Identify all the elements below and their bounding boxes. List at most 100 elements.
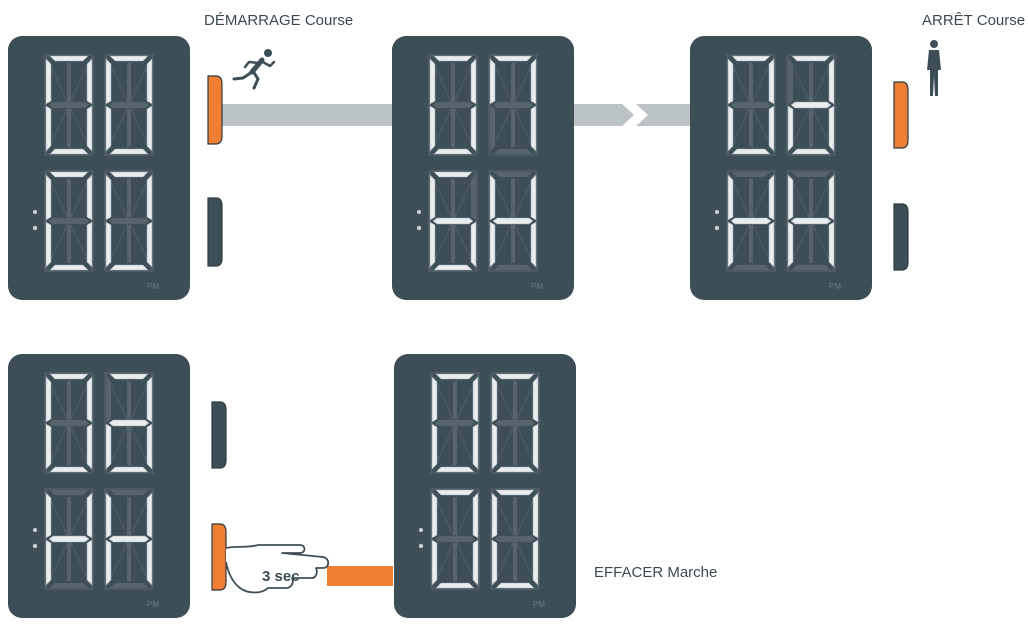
segment-e: [431, 539, 438, 586]
segment-b: [86, 174, 93, 221]
segment-f: [727, 58, 734, 105]
segment-d: [495, 582, 535, 589]
segment-a: [495, 489, 535, 496]
segment-d: [110, 583, 148, 588]
colon-dot: [419, 528, 423, 532]
segment-h: [749, 63, 753, 101]
segment-f: [489, 58, 496, 105]
segment-g: [108, 535, 150, 543]
segment-b: [146, 376, 153, 423]
digit: [430, 372, 480, 474]
digit: [44, 170, 94, 272]
arrow-tail: [636, 104, 690, 126]
pm-indicator: PM: [829, 282, 841, 291]
segment-i: [67, 427, 71, 465]
segment-d: [433, 264, 473, 271]
segment-f: [429, 174, 436, 221]
segment-e: [45, 105, 52, 152]
segment-b: [471, 175, 476, 220]
digit-frame: [44, 170, 94, 272]
segment-h: [67, 63, 71, 101]
side-button: [211, 523, 227, 591]
digit-frame: [726, 170, 776, 272]
colon-dot: [32, 543, 38, 549]
segment-i: [451, 225, 455, 263]
segment-e: [490, 106, 495, 151]
standing-person-icon: [927, 40, 941, 96]
segment-a: [493, 55, 533, 62]
segment-f: [105, 58, 112, 105]
segment-a: [50, 490, 88, 495]
segment-g: [495, 420, 535, 426]
segment-d: [791, 148, 831, 155]
digit-frame: [104, 488, 154, 590]
segment-c: [86, 105, 93, 152]
segment-h: [67, 179, 71, 217]
segment-e: [727, 105, 734, 152]
segment-g: [730, 217, 772, 225]
display-body: [690, 36, 872, 300]
segment-d: [49, 466, 89, 473]
segment-b: [530, 174, 537, 221]
segment-b: [768, 58, 775, 105]
segment-b: [828, 174, 835, 221]
segment-i: [511, 109, 515, 147]
segment-e: [727, 221, 734, 268]
segment-a: [49, 373, 89, 380]
segment-c: [86, 423, 93, 470]
segment-d: [435, 582, 475, 589]
segment-b: [86, 492, 93, 539]
digit-frame: [786, 54, 836, 156]
segment-c: [532, 423, 539, 470]
colon-dot: [33, 528, 37, 532]
segment-f: [45, 174, 52, 221]
segment-h: [67, 497, 71, 535]
segment-b: [86, 376, 93, 423]
segment-f: [787, 174, 794, 221]
segment-b: [532, 376, 539, 423]
segment-h: [453, 381, 457, 419]
person-body: [927, 50, 941, 96]
segment-g: [109, 102, 149, 108]
digit: [44, 54, 94, 156]
segment-c: [86, 539, 93, 586]
side-button: [207, 75, 223, 145]
digit: [44, 372, 94, 474]
segment-i: [67, 109, 71, 147]
segment-i: [67, 225, 71, 263]
digit-frame: [428, 170, 478, 272]
segment-e: [105, 105, 112, 152]
segment-e: [431, 423, 438, 470]
segment-c: [828, 105, 835, 152]
segment-c: [146, 221, 153, 268]
reset-label: EFFACER Marche: [594, 564, 718, 581]
stopwatch-display: PM: [392, 36, 574, 300]
runner-arm: [243, 60, 261, 69]
segment-i: [511, 225, 515, 263]
segment-e: [45, 221, 52, 268]
digit: [104, 170, 154, 272]
segment-h: [511, 179, 515, 217]
display-body: [394, 354, 576, 618]
segment-g: [48, 535, 90, 543]
segment-b: [86, 58, 93, 105]
segment-g: [493, 102, 533, 108]
segment-f: [105, 174, 112, 221]
segment-a: [435, 373, 475, 380]
stopwatch-display: PM: [8, 354, 190, 618]
digit-frame: [104, 372, 154, 474]
digit-frame: [430, 372, 480, 474]
arrow-head: [572, 104, 634, 126]
digit-frame: [104, 170, 154, 272]
segment-f: [45, 58, 52, 105]
segment-f: [489, 174, 496, 221]
segment-d: [109, 466, 149, 473]
segment-f: [105, 492, 112, 539]
segment-a: [109, 55, 149, 62]
segment-i: [451, 109, 455, 147]
segment-a: [109, 171, 149, 178]
digit-frame: [488, 170, 538, 272]
segment-d: [109, 264, 149, 271]
colon-dot: [714, 225, 720, 231]
segment-b: [146, 58, 153, 105]
